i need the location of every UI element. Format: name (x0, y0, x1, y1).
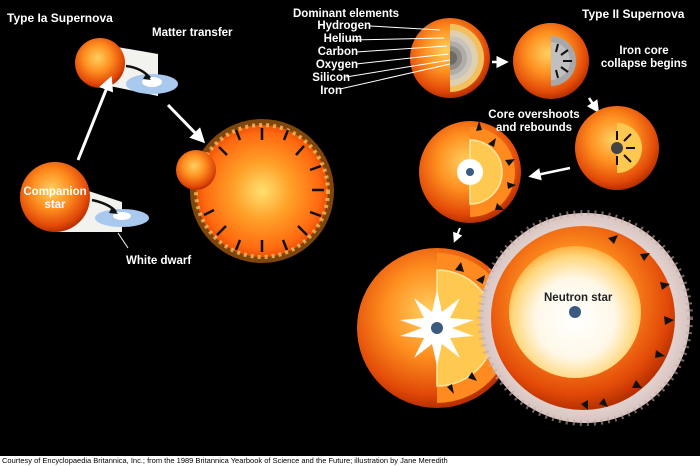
rebound-star (575, 106, 659, 190)
diagram-artwork (20, 18, 693, 426)
core-overshoots-label: Core overshoots and rebounds (488, 109, 580, 134)
element-helium: Helium (323, 33, 362, 45)
image-credit: Courtesy of Encyclopaedia Britannica, In… (2, 456, 448, 465)
companion-star (20, 162, 90, 232)
type-ia-title: Type Ia Supernova (7, 11, 113, 25)
dominant-elements-heading: Dominant elements (293, 8, 400, 20)
companion-star-label: Companion star (23, 186, 87, 211)
element-carbon: Carbon (317, 46, 358, 58)
iron-core-collapse-label: Iron core collapse begins (600, 45, 688, 70)
neutron-star-label: Neutron star (544, 292, 613, 304)
matter-transfer-label: Matter transfer (152, 27, 233, 39)
shock-star (419, 121, 521, 223)
white-dwarf (113, 212, 131, 220)
layered-star (410, 18, 490, 98)
element-hydrogen: Hydrogen (317, 20, 371, 32)
element-iron: Iron (320, 85, 342, 97)
type-ii-title: Type II Supernova (582, 7, 685, 21)
white-dwarf-label: White dwarf (126, 255, 192, 267)
supernova-diagram: Type Ia Supernova Matter transfer Compan… (0, 0, 700, 456)
companion-star-top (75, 38, 125, 88)
neutron-star-remnant (477, 210, 693, 426)
element-oxygen: Oxygen (315, 59, 358, 71)
element-silicon: Silicon (312, 72, 350, 84)
type-ia-explosion (176, 119, 334, 263)
collapsing-star (513, 23, 589, 99)
